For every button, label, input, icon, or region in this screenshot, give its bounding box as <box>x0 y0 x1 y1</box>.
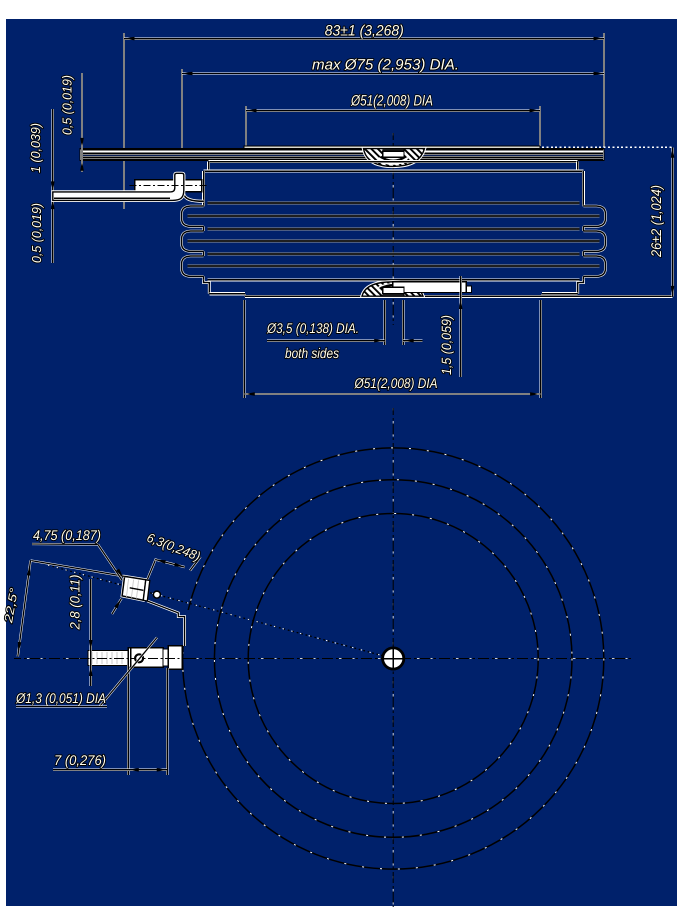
svg-text:max Ø75 (2,953) DIA.: max Ø75 (2,953) DIA. <box>312 57 459 74</box>
svg-text:2,8 (0,11): 2,8 (0,11) <box>68 575 83 631</box>
svg-text:Ø3,5 (0,138) DIA.: Ø3,5 (0,138) DIA. <box>266 320 359 336</box>
svg-text:83±1 (3,268): 83±1 (3,268) <box>325 23 404 40</box>
svg-text:0,5 (0,019): 0,5 (0,019) <box>59 75 74 135</box>
svg-text:1 (0,039): 1 (0,039) <box>28 123 43 173</box>
svg-text:both sides: both sides <box>285 345 339 361</box>
svg-text:Ø1,3 (0,051) DIA: Ø1,3 (0,051) DIA <box>15 690 106 706</box>
svg-text:4,75 (0,187): 4,75 (0,187) <box>33 527 101 543</box>
svg-text:7 (0,276): 7 (0,276) <box>54 752 106 768</box>
svg-text:1,5 (0,059): 1,5 (0,059) <box>439 315 454 375</box>
svg-text:Ø51(2,008) DIA: Ø51(2,008) DIA <box>350 93 433 110</box>
svg-text:0,5 (0,019): 0,5 (0,019) <box>29 203 44 263</box>
svg-text:26±2 (1,024): 26±2 (1,024) <box>648 185 664 258</box>
svg-text:Ø51(2,008) DIA: Ø51(2,008) DIA <box>354 375 438 391</box>
